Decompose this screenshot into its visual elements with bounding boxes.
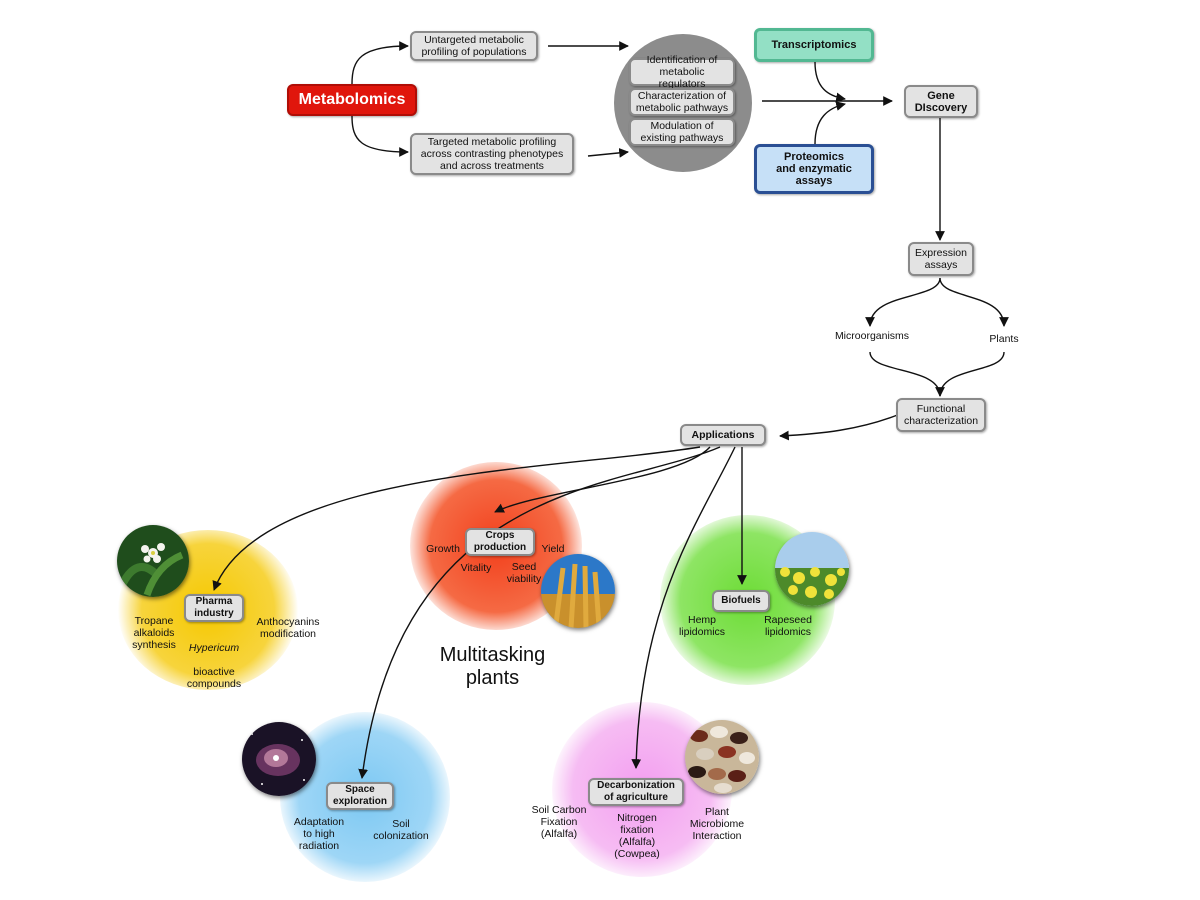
- tropane-label: Tropane alkaloids synthesis: [132, 615, 176, 651]
- pharma-industry-box: Pharma industry: [184, 594, 244, 622]
- hypericum-rest: bioactive compounds: [186, 666, 242, 690]
- growth-label: Growth: [426, 543, 460, 555]
- plants-label: Plants: [989, 333, 1019, 345]
- metabolomics-box: Metabolomics: [287, 84, 417, 116]
- space-exploration-box: Space exploration: [326, 782, 394, 810]
- center-title: Multitasking plants: [439, 644, 546, 689]
- biofuels-box: Biofuels: [712, 590, 770, 612]
- gene-discovery-box: Gene DIscovery: [904, 85, 978, 118]
- soil-carbon-label: Soil Carbon Fixation (Alfalfa): [531, 804, 587, 840]
- radiation-label: Adaptation to high radiation: [293, 816, 345, 852]
- hypericum-label: Hypericum bioactive compounds: [178, 630, 250, 690]
- expression-assays-box: Expression assays: [908, 242, 974, 276]
- hemp-label: Hemp lipidomics: [678, 614, 726, 638]
- targeted-profiling-box: Targeted metabolic profiling across cont…: [410, 133, 574, 175]
- flower-photo: [117, 525, 189, 597]
- nitrogen-fixation-label: Nitrogen fixation (Alfalfa) (Cowpea): [614, 812, 660, 860]
- microbiome-label: Plant Microbiome Interaction: [689, 806, 745, 842]
- decarbonization-box: Decarbonization of agriculture: [588, 778, 684, 806]
- yield-label: Yield: [541, 543, 565, 555]
- vitality-label: Vitality: [460, 562, 492, 574]
- beans-photo: [685, 720, 759, 794]
- seed-viability-label: Seed viability: [506, 561, 542, 585]
- rapeseed-label: Rapeseed lipidomics: [764, 614, 812, 638]
- hypericum-italic: Hypericum: [188, 642, 240, 654]
- regulators-box: Identification of metabolic regulators: [629, 54, 735, 90]
- applications-box: Applications: [680, 424, 766, 446]
- nebula-photo: [242, 722, 316, 796]
- microorganisms-label: Microorganisms: [834, 330, 910, 342]
- crops-production-box: Crops production: [465, 528, 535, 556]
- wheat-photo: [541, 554, 615, 628]
- untargeted-profiling-box: Untargeted metabolic profiling of popula…: [410, 31, 538, 61]
- anthocyanins-label: Anthocyanins modification: [256, 616, 320, 640]
- transcriptomics-box: Transcriptomics: [754, 28, 874, 62]
- soil-colonization-label: Soil colonization: [373, 818, 429, 842]
- modulation-box: Modulation of existing pathways: [629, 118, 735, 146]
- pathways-box: Characterization of metabolic pathways: [629, 88, 735, 116]
- proteomics-box: Proteomics and enzymatic assays: [754, 144, 874, 194]
- functional-characterization-box: Functional characterization: [896, 398, 986, 432]
- rapeseed-photo: [775, 532, 849, 606]
